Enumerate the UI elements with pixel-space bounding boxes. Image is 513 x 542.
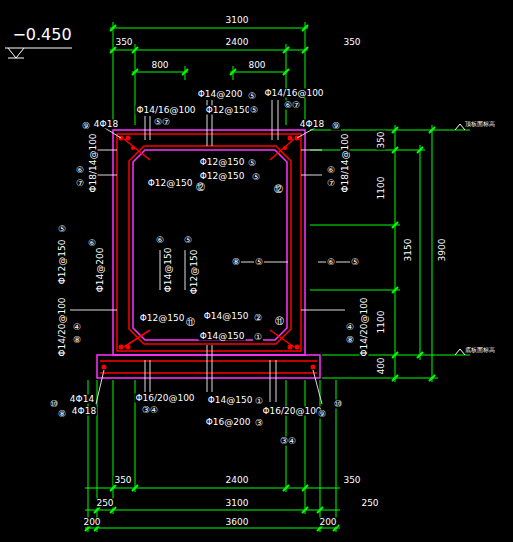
rebar-label: 350 <box>342 476 361 485</box>
rebar-label: ⑤ <box>183 236 193 245</box>
rebar-label: ⑤ <box>247 92 257 101</box>
rebar-label: ⑥ <box>326 166 336 175</box>
rebar-label: Φ12@150 <box>139 314 186 323</box>
rebar-label: 3100 <box>225 16 250 25</box>
rebar-label: ⑤ <box>350 258 360 267</box>
rebar-label: 800 <box>150 61 169 70</box>
rebar-label: Φ12@150 <box>199 172 246 181</box>
rebar-label: 1100 <box>377 310 386 335</box>
rebar-label: ④ <box>345 323 355 332</box>
rebar-label: ⑤ <box>251 173 261 182</box>
rebar-label: ③ <box>254 419 264 428</box>
rebar-label: Φ14/16@100 <box>263 89 324 98</box>
rebar-label: Φ14/20@100 <box>58 296 67 357</box>
rebar-label: Φ14/20@100 <box>360 296 369 357</box>
rebar-label: 2400 <box>225 38 250 47</box>
rebar-label: 4Φ14 <box>69 395 95 404</box>
rebar-label: 350 <box>377 130 386 149</box>
rebar-label: 350 <box>113 476 132 485</box>
rebar-label: −0.450 <box>11 27 72 43</box>
rebar-label: ⑧ <box>72 336 82 345</box>
rebar-label: Φ18/14@100 <box>89 132 98 193</box>
rebar-label: ⑧ <box>57 410 67 419</box>
rebar-label: ① <box>254 397 264 406</box>
rebar-label: 400 <box>377 356 386 375</box>
rebar-label: Φ14/16@100 <box>135 106 196 115</box>
rebar-label: ⑨ <box>317 410 327 419</box>
rebar-label: ⑫ <box>273 185 284 194</box>
rebar-label: ⑤ <box>247 159 257 168</box>
rebar-label: ⑧ <box>345 336 355 345</box>
rebar-label: 800 <box>247 61 266 70</box>
rebar-label: Φ12@150 <box>199 158 246 167</box>
rebar-label: ⑥ <box>75 166 85 175</box>
rebar-label: ⑤ <box>57 225 67 234</box>
rebar-label: 3600 <box>225 518 250 527</box>
rebar-label: 350 <box>114 38 133 47</box>
rebar-label: 顶板面标高 <box>464 121 496 127</box>
rebar-label: ⑩ <box>333 400 343 409</box>
rebar-label: ② <box>253 314 263 323</box>
rebar-label: Φ14@150 <box>199 332 246 341</box>
rebar-label: ⑨ <box>81 122 91 131</box>
rebar-label: ⑥⑦ <box>283 101 301 110</box>
rebar-label: ① <box>253 333 263 342</box>
rebar-label: ⑤⑦ <box>153 118 171 127</box>
rebar-label: Φ14@150 <box>164 247 173 294</box>
rebar-label: ⑪ <box>274 317 285 326</box>
rebar-label: Φ14@200 <box>96 247 105 294</box>
rebar-label: 底板面标高 <box>464 347 496 353</box>
rebar-label: Φ14@200 <box>197 90 244 99</box>
rebar-label: Φ12@150 <box>205 106 252 115</box>
rebar-label: ⑤ <box>249 106 259 115</box>
rebar-label: ⑤ <box>254 258 264 267</box>
rebar-label: Φ12@150 <box>147 179 194 188</box>
rebar-label: Φ18/14@100 <box>341 132 350 193</box>
rebar-label: 3150 <box>404 238 413 263</box>
rebar-label: ④ <box>72 323 82 332</box>
rebar-label: 250 <box>95 499 114 508</box>
rebar-label: Φ12@150 <box>58 239 67 286</box>
rebar-label: Φ12@150 <box>190 249 199 296</box>
rebar-label: 4Φ18 <box>93 120 119 129</box>
rebar-label: Φ16/20@100 <box>261 407 322 416</box>
rebar-label: 4Φ18 <box>71 407 97 416</box>
rebar-label: 4Φ18 <box>299 120 325 129</box>
rebar-label: ⑩ <box>49 400 59 409</box>
rebar-label: ③④ <box>279 437 297 446</box>
rebar-label: 3100 <box>225 499 250 508</box>
rebar-label: ⑥ <box>155 236 165 245</box>
rebar-label: ⑨ <box>331 122 341 131</box>
rebar-label: Φ14@150 <box>207 396 254 405</box>
rebar-label: ③④ <box>141 406 159 415</box>
rebar-label: 250 <box>360 499 379 508</box>
rebar-label: ⑦ <box>326 179 336 188</box>
rebar-label: 350 <box>342 38 361 47</box>
rebar-label: ⑫ <box>195 183 206 192</box>
rebar-label: 200 <box>82 518 101 527</box>
rebar-label: 200 <box>318 518 337 527</box>
rebar-label: Φ14@150 <box>203 312 250 321</box>
rebar-label: Φ16/20@100 <box>134 394 195 403</box>
rebar-label: ⑦ <box>75 179 85 188</box>
rebar-label: 3900 <box>438 238 447 263</box>
rebar-label: ⑥ <box>326 258 336 267</box>
rebar-label: ⑧ <box>231 258 241 267</box>
rebar-label: 1100 <box>377 176 386 201</box>
rebar-label: ⑪ <box>185 318 196 327</box>
rebar-label: 2400 <box>225 476 250 485</box>
rebar-label: Φ16@200 <box>205 418 252 427</box>
